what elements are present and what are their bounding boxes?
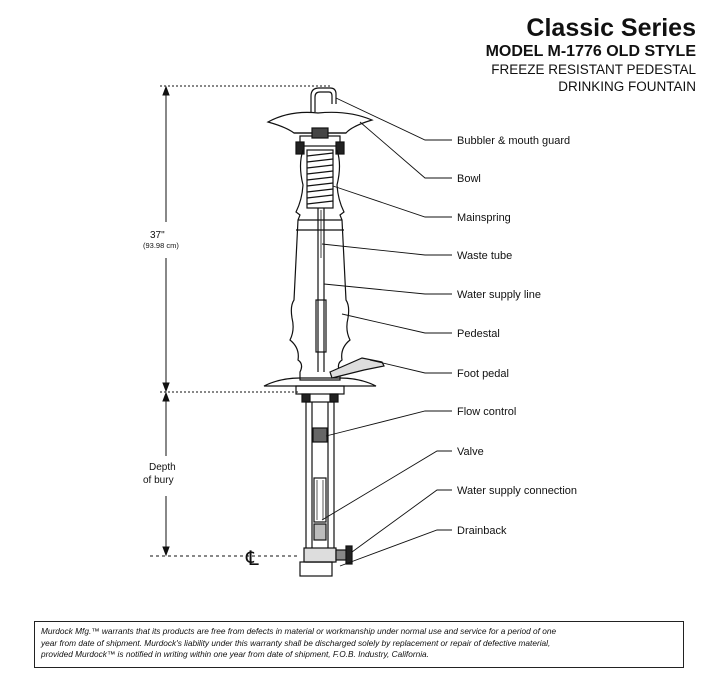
height-cm-label: (93.98 cm) (143, 241, 179, 250)
leader-supply-connection (351, 489, 452, 553)
pedestal-body (289, 149, 351, 381)
fountain-drawing (263, 87, 385, 577)
callout-water-supply-line: Water supply line (457, 289, 541, 301)
warranty-line-3: provided Murdock™ is notified in writing… (41, 649, 429, 659)
bubbler-nozzle (310, 87, 337, 112)
model-title: MODEL M-1776 OLD STYLE (485, 43, 696, 60)
mainspring-coil (306, 152, 334, 205)
subtitle-line-2: DRINKING FOUNTAIN (558, 79, 696, 94)
leader-lines (321, 97, 452, 567)
leader-supply-line (323, 283, 452, 295)
valve-body (303, 547, 337, 563)
leader-waste-tube (321, 243, 452, 256)
callout-water-supply-connection: Water supply connection (457, 485, 577, 497)
callout-pedestal: Pedestal (457, 328, 500, 340)
dimension-lines (150, 85, 330, 557)
warranty-box: Murdock Mfg.™ warrants that its products… (34, 621, 684, 668)
callout-bubbler: Bubbler & mouth guard (457, 135, 570, 147)
callout-valve: Valve (457, 446, 484, 458)
callout-waste-tube: Waste tube (457, 250, 512, 262)
fountain-diagram: 37" (93.98 cm) Depth of bury ℄ Bubbler &… (143, 85, 577, 577)
leader-foot-pedal (369, 359, 452, 374)
warranty-line-2: year from date of shipment. Murdock's li… (41, 637, 551, 648)
warranty-line-1: Murdock Mfg.™ warrants that its products… (41, 626, 557, 636)
foot-pedal (329, 357, 385, 379)
callout-bowl: Bowl (457, 173, 481, 185)
leader-drainback (339, 529, 452, 567)
bowl-shape (266, 111, 374, 134)
callout-flow-control: Flow control (457, 406, 516, 418)
centerline-symbol: ℄ (245, 546, 259, 570)
callout-foot-pedal: Foot pedal (457, 368, 509, 380)
base-flange (263, 377, 377, 387)
title-block: Classic Series MODEL M-1776 OLD STYLE FR… (486, 14, 696, 95)
depth-label-1: Depth (149, 462, 176, 473)
callout-mainspring: Mainspring (457, 212, 511, 224)
leader-pedestal (341, 313, 452, 334)
callout-drainback: Drainback (457, 525, 507, 537)
subtitle-line-1: FREEZE RESISTANT PEDESTAL (491, 62, 696, 77)
leader-mainspring (332, 185, 452, 218)
leader-valve (321, 450, 452, 521)
height-inches-label: 37" (150, 230, 165, 241)
depth-label-2: of bury (143, 475, 174, 486)
leader-flow-control (325, 410, 452, 437)
leader-bubbler (335, 97, 452, 141)
series-title: Classic Series (526, 14, 696, 42)
leader-bowl (359, 121, 452, 179)
